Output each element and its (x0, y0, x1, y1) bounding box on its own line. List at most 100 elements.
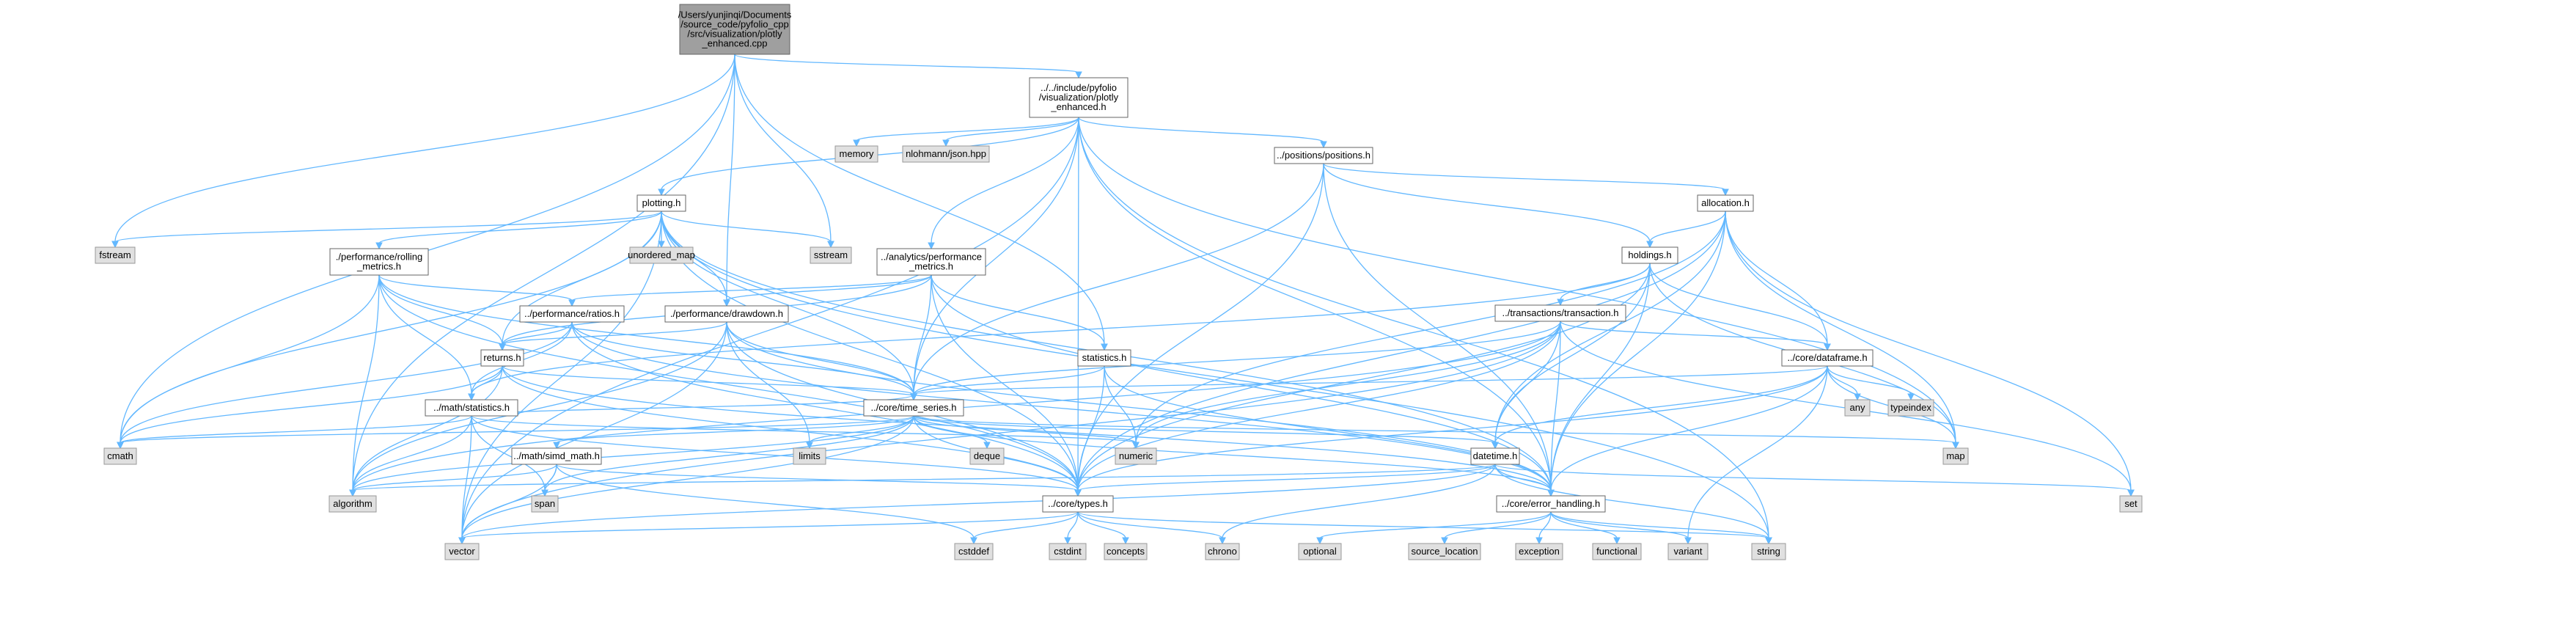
node-limits[interactable]: limits (793, 447, 826, 465)
node-cstddef-box[interactable] (954, 543, 994, 560)
node-types-box[interactable] (1042, 495, 1114, 513)
node-cstdint[interactable]: cstdint (1049, 543, 1087, 560)
node-set[interactable]: set (2119, 495, 2143, 513)
node-math_stats[interactable]: ../math/statistics.h (425, 399, 518, 417)
node-span-box[interactable] (531, 495, 559, 513)
node-map-box[interactable] (1942, 447, 1969, 465)
node-statistics_h-box[interactable] (1077, 349, 1131, 367)
node-rolling[interactable]: ./performance/rolling_metrics.h (329, 248, 429, 276)
node-numeric-box[interactable] (1115, 447, 1157, 465)
node-positions[interactable]: ../positions/positions.h (1274, 147, 1373, 164)
node-set-box[interactable] (2119, 495, 2143, 513)
node-cstdint-box[interactable] (1049, 543, 1087, 560)
node-functional-box[interactable] (1592, 543, 1642, 560)
node-string[interactable]: string (1751, 543, 1786, 560)
node-source_location[interactable]: source_location (1408, 543, 1481, 560)
node-allocation-box[interactable] (1697, 194, 1754, 212)
node-sstream[interactable]: sstream (810, 246, 852, 264)
node-any-box[interactable] (1844, 399, 1871, 417)
node-time_series-box[interactable] (863, 399, 964, 417)
node-root[interactable]: /Users/yunjinqi/Documents/source_code/py… (678, 4, 792, 55)
node-positions-box[interactable] (1274, 147, 1373, 164)
node-typeindex[interactable]: typeindex (1887, 399, 1934, 417)
node-exception-box[interactable] (1515, 543, 1563, 560)
node-concepts-box[interactable] (1104, 543, 1148, 560)
node-limits-box[interactable] (793, 447, 826, 465)
node-variant[interactable]: variant (1667, 543, 1709, 560)
node-json-box[interactable] (902, 145, 990, 163)
node-drawdown[interactable]: ./performance/drawdown.h (664, 305, 789, 323)
edge-types-to-cstddef (973, 511, 1079, 539)
node-returns-box[interactable] (480, 349, 524, 367)
node-holdings[interactable]: holdings.h (1621, 246, 1678, 264)
node-algorithm-box[interactable] (329, 495, 377, 513)
node-algorithm[interactable]: algorithm (329, 495, 377, 513)
node-transaction[interactable]: ../transactions/transaction.h (1494, 304, 1626, 322)
node-chrono-box[interactable] (1205, 543, 1240, 560)
node-string-box[interactable] (1751, 543, 1786, 560)
node-numeric[interactable]: numeric (1115, 447, 1157, 465)
node-map[interactable]: map (1942, 447, 1969, 465)
node-ratios-box[interactable] (519, 305, 625, 323)
node-ratios[interactable]: ../performance/ratios.h (519, 305, 625, 323)
node-sstream-box[interactable] (810, 246, 852, 264)
node-analytics-box[interactable] (876, 248, 986, 276)
node-holdings-box[interactable] (1621, 246, 1678, 264)
node-optional-box[interactable] (1298, 543, 1342, 560)
node-math_stats-box[interactable] (425, 399, 518, 417)
node-types[interactable]: ../core/types.h (1042, 495, 1114, 513)
node-span[interactable]: span (531, 495, 559, 513)
node-root-box[interactable] (679, 4, 790, 55)
node-any[interactable]: any (1844, 399, 1871, 417)
node-concepts[interactable]: concepts (1104, 543, 1148, 560)
node-error-box[interactable] (1496, 495, 1606, 513)
node-cstddef[interactable]: cstddef (954, 543, 994, 560)
node-simd-box[interactable] (511, 447, 602, 465)
node-typeindex-box[interactable] (1887, 399, 1934, 417)
node-memory[interactable]: memory (834, 145, 878, 163)
node-exception[interactable]: exception (1515, 543, 1563, 560)
node-statistics_h[interactable]: statistics.h (1077, 349, 1131, 367)
node-variant-box[interactable] (1667, 543, 1709, 560)
node-unordered_map-box[interactable] (629, 246, 694, 264)
node-error[interactable]: ../core/error_handling.h (1496, 495, 1606, 513)
node-memory-box[interactable] (834, 145, 878, 163)
node-returns[interactable]: returns.h (480, 349, 524, 367)
node-dataframe[interactable]: ../core/dataframe.h (1781, 349, 1874, 367)
node-cmath[interactable]: cmath (103, 447, 137, 465)
node-datetime-label-line-0: datetime.h (1473, 450, 1518, 461)
node-plotting-box[interactable] (636, 194, 686, 212)
node-vector[interactable]: vector (444, 543, 480, 560)
edge-returns-to-time_series (502, 365, 914, 395)
node-fstream-box[interactable] (95, 246, 136, 264)
node-analytics[interactable]: ../analytics/performance_metrics.h (876, 248, 986, 276)
node-simd[interactable]: ../math/simd_math.h (511, 447, 602, 465)
node-cmath-box[interactable] (103, 447, 137, 465)
node-functional[interactable]: functional (1592, 543, 1642, 560)
node-optional[interactable]: optional (1298, 543, 1342, 560)
node-plotly_h[interactable]: ../../include/pyfolio/visualization/plot… (1029, 77, 1129, 118)
node-datetime-box[interactable] (1470, 447, 1520, 465)
edge-dataframe-to-error (1550, 365, 1828, 491)
node-json[interactable]: nlohmann/json.hpp (902, 145, 990, 163)
node-rolling-box[interactable] (329, 248, 429, 276)
node-drawdown-box[interactable] (664, 305, 789, 323)
node-unordered_map[interactable]: unordered_map (628, 246, 695, 264)
node-deque-box[interactable] (969, 447, 1005, 465)
node-deque[interactable]: deque (969, 447, 1005, 465)
node-fstream[interactable]: fstream (95, 246, 136, 264)
node-transaction-box[interactable] (1494, 304, 1626, 322)
node-dataframe-box[interactable] (1781, 349, 1874, 367)
edge-positions-to-time_series (913, 163, 1324, 395)
node-allocation[interactable]: allocation.h (1697, 194, 1754, 212)
node-datetime[interactable]: datetime.h (1470, 447, 1520, 465)
node-chrono[interactable]: chrono (1205, 543, 1240, 560)
node-source_location-box[interactable] (1408, 543, 1481, 560)
node-time_series[interactable]: ../core/time_series.h (863, 399, 964, 417)
node-plotly_h-box[interactable] (1029, 77, 1129, 118)
node-vector-box[interactable] (444, 543, 480, 560)
node-any-label-line-0: any (1850, 402, 1865, 413)
arrowhead-simd-to-span (541, 489, 548, 497)
node-plotting[interactable]: plotting.h (636, 194, 686, 212)
node-exception-label-line-0: exception (1519, 546, 1560, 557)
